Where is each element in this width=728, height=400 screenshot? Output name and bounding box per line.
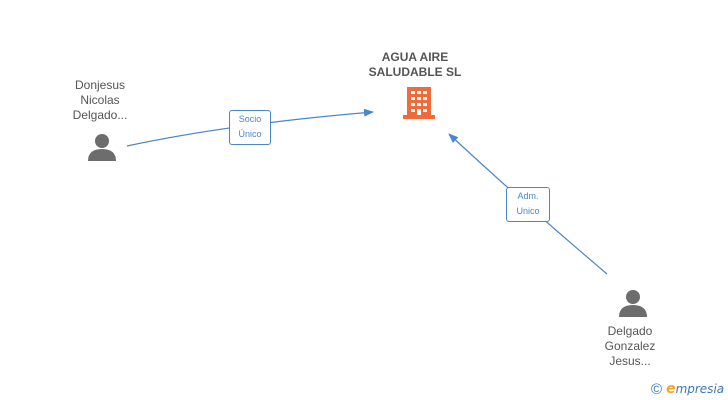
- company-name-line-2: SALUDABLE SL: [368, 65, 462, 79]
- building-icon[interactable]: [403, 85, 435, 121]
- relation-label-line-1: Socio: [238, 114, 262, 124]
- person-name-line-1: Donjesus: [74, 78, 126, 92]
- empresia-logo[interactable]: empresia: [666, 381, 724, 397]
- person-name-line-3: Delgado...: [72, 108, 128, 122]
- person-name-delgado[interactable]: Delgado Gonzalez Jesus...: [580, 324, 680, 369]
- person-name-line-3: Jesus...: [609, 354, 651, 368]
- empresia-footer[interactable]: © empresia: [651, 380, 724, 398]
- person-name-line-1: Delgado: [607, 324, 653, 338]
- person-name-donjesus[interactable]: Donjesus Nicolas Delgado...: [50, 78, 150, 123]
- brand-rest: mpresia: [675, 382, 725, 396]
- relation-label-line-2: Único: [238, 129, 262, 139]
- company-name[interactable]: AGUA AIRE SALUDABLE SL: [350, 50, 480, 80]
- person-name-line-2: Gonzalez: [604, 339, 656, 353]
- person-name-line-2: Nicolas: [80, 93, 120, 107]
- copyright-icon: ©: [651, 380, 663, 398]
- relation-label-line-1: Adm.: [517, 191, 539, 201]
- relation-label-line-2: Unico: [516, 206, 540, 216]
- person-icon[interactable]: [87, 133, 117, 161]
- relation-label-socio-unico[interactable]: Socio Único: [229, 110, 271, 145]
- company-name-line-1: AGUA AIRE: [381, 50, 449, 64]
- relation-label-adm-unico[interactable]: Adm. Unico: [506, 187, 550, 222]
- person-icon[interactable]: [618, 289, 648, 317]
- brand-initial: e: [666, 381, 676, 397]
